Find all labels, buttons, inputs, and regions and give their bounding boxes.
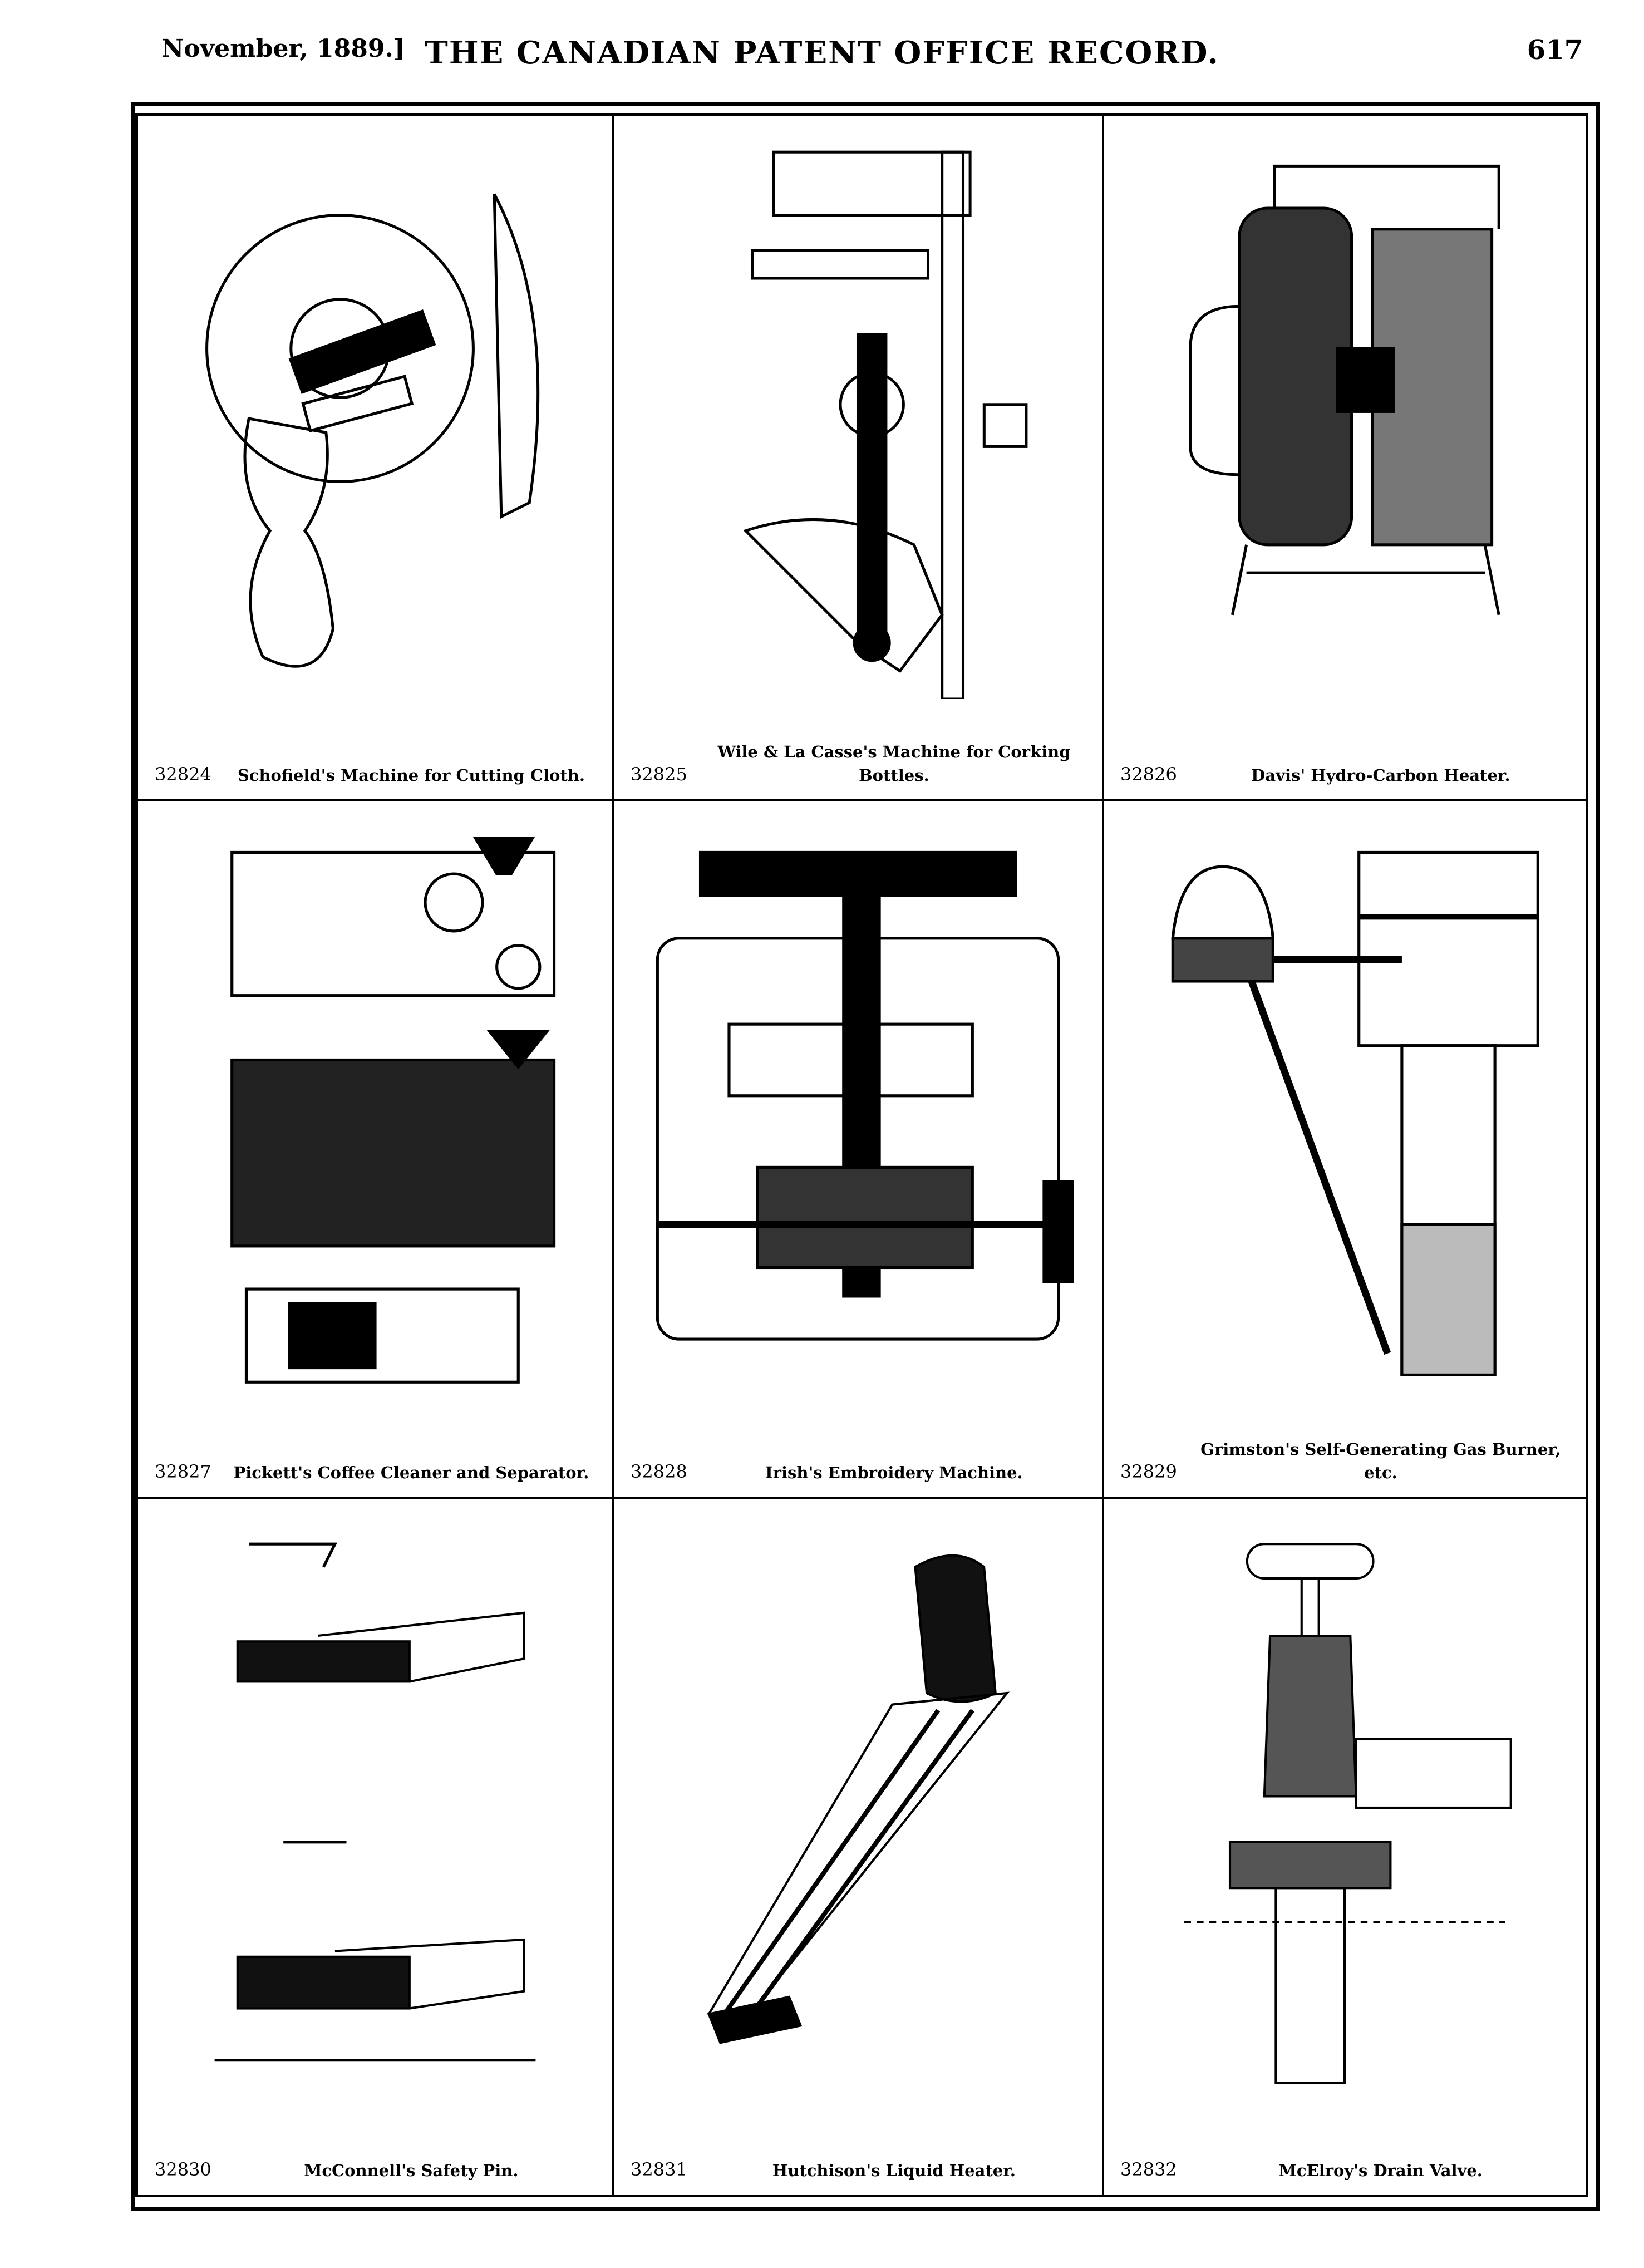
embroidery-machine-illustration xyxy=(656,850,1074,1341)
patent-title: McConnell's Safety Pin. xyxy=(304,2161,519,2180)
patent-title: Irish's Embroidery Machine. xyxy=(765,1463,1023,1482)
patent-cell: 32831 Hutchison's Liquid Heater. xyxy=(614,1499,1104,2195)
patent-title: Schofield's Machine for Cutting Cloth. xyxy=(237,765,585,785)
patent-number: 32830 xyxy=(155,2158,211,2180)
safety-pin-illustration xyxy=(214,1542,536,2062)
patent-cell: 32830 McConnell's Safety Pin. xyxy=(138,1499,614,2195)
patent-title: Davis' Hydro-Carbon Heater. xyxy=(1251,765,1510,785)
patent-title: Hutchison's Liquid Heater. xyxy=(772,2161,1016,2180)
patent-cell: 32826 Davis' Hydro-Carbon Heater. xyxy=(1104,116,1586,801)
header-date: November, 1889.] xyxy=(161,35,405,63)
patent-number: 32826 xyxy=(1120,763,1177,785)
heater-illustration xyxy=(1189,164,1500,616)
patent-cell: 32827 Pickett's Coffee Cleaner and Separa… xyxy=(138,801,614,1499)
cloth-cutting-machine-illustration xyxy=(205,193,540,668)
patent-cell: 32828 Irish's Embroidery Machine. xyxy=(614,801,1104,1499)
patent-cell: 32829 Grimston's Self-Generating Gas Burn… xyxy=(1104,801,1586,1499)
patent-cell: 32824 Schofield's Machine for Cutting Clo… xyxy=(138,116,614,801)
patent-number: 32829 xyxy=(1120,1460,1177,1482)
patent-title: McElroy's Drain Valve. xyxy=(1278,2161,1483,2180)
patent-number: 32827 xyxy=(155,1460,211,1482)
patent-number: 32828 xyxy=(631,1460,687,1482)
drain-valve-illustration xyxy=(1184,1543,1512,2084)
patent-title: Grimston's Self-Generating Gas Burner, e… xyxy=(1200,1439,1561,1482)
publication-title: THE CANADIAN PATENT OFFICE RECORD. xyxy=(425,35,1219,71)
patent-cell: 32825 Wile & La Casse's Machine for Corki… xyxy=(614,116,1104,801)
gas-burner-illustration xyxy=(1171,850,1539,1376)
outer-frame xyxy=(131,102,1600,2211)
page-number: 617 xyxy=(1527,35,1583,66)
patent-title: Pickett's Coffee Cleaner and Separator. xyxy=(233,1463,589,1482)
patent-number: 32824 xyxy=(155,763,211,785)
coffee-separator-illustration xyxy=(230,837,556,1384)
patent-number: 32831 xyxy=(631,2158,687,2180)
patent-number: 32832 xyxy=(1120,2158,1177,2180)
corking-machine-illustration xyxy=(743,150,1028,699)
patent-title: Wile & La Casse's Machine for Corking Bo… xyxy=(717,742,1071,785)
patent-grid: 32824 Schofield's Machine for Cutting Clo… xyxy=(135,113,1588,2197)
patent-cell: 32832 McElroy's Drain Valve. xyxy=(1104,1499,1586,2195)
liquid-heater-illustration xyxy=(707,1554,1010,2044)
patent-number: 32825 xyxy=(631,763,687,785)
